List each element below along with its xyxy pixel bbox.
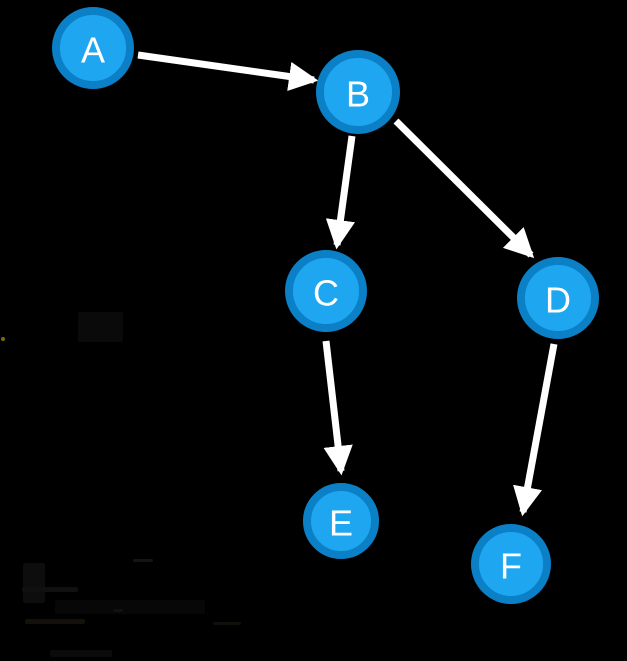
edges-layer [137,51,558,517]
node-C[interactable]: C [285,250,367,332]
node-E[interactable]: E [303,483,379,559]
edge-A-B [137,51,319,92]
node-circle-A[interactable] [52,7,134,89]
edge-B-C [325,135,356,250]
node-F[interactable]: F [471,524,551,604]
node-circle-D[interactable] [517,257,599,339]
node-A[interactable]: A [52,7,134,89]
edge-C-E [322,340,353,476]
nodes-layer: A B C D E F [52,7,599,604]
node-B[interactable]: B [316,50,400,134]
node-circle-F[interactable] [471,524,551,604]
node-D[interactable]: D [517,257,599,339]
edge-D-F [513,343,558,517]
edge-B-D [393,118,535,259]
node-circle-B[interactable] [316,50,400,134]
node-circle-C[interactable] [285,250,367,332]
node-circle-E[interactable] [303,483,379,559]
